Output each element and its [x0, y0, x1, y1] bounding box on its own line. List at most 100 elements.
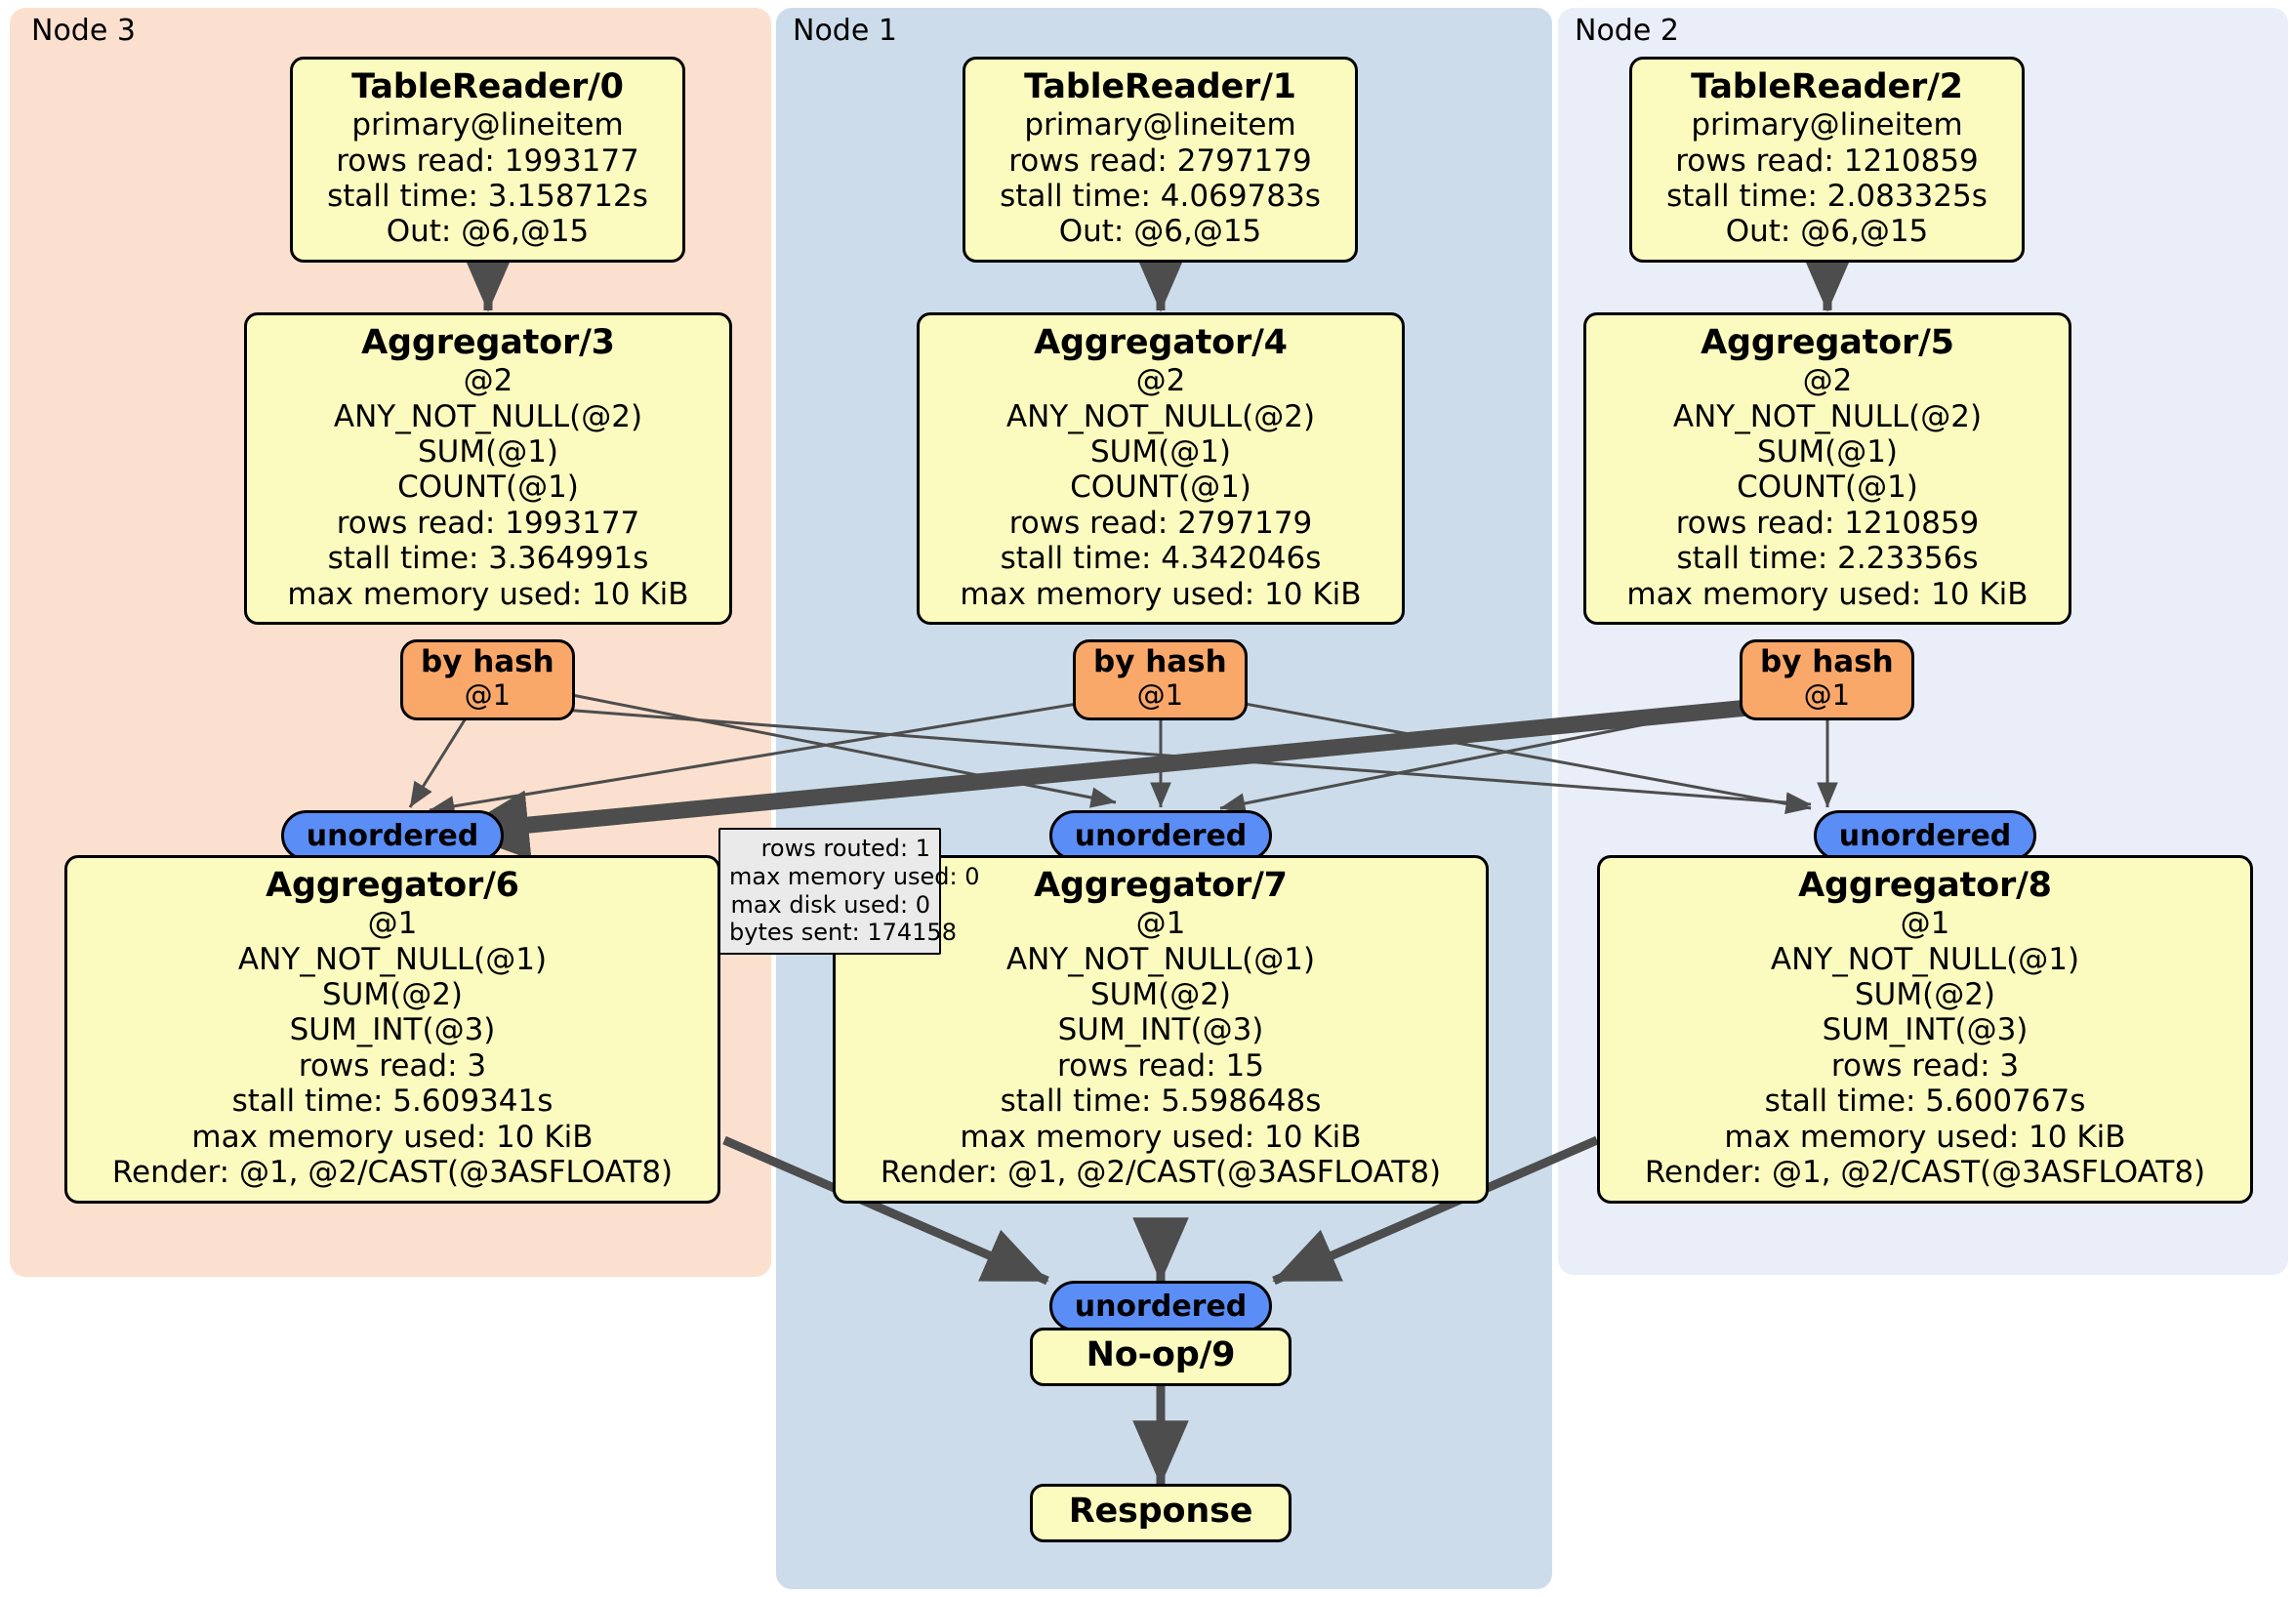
node-detail: stall time: 2.23356s — [1676, 541, 1979, 577]
router-detail: @1 — [1803, 678, 1851, 713]
node-detail: @2 — [463, 363, 513, 399]
node-detail: Out: @6,@15 — [1725, 214, 1929, 250]
node-detail: SUM(@1) — [1756, 433, 1899, 470]
stats-line: bytes sent: 174158 — [729, 919, 957, 947]
router-by-hash-3[interactable]: by hash @1 — [400, 639, 575, 720]
node-title: TableReader/1 — [1024, 67, 1296, 106]
node-detail: stall time: 4.069783s — [1000, 178, 1321, 214]
node-title: Aggregator/3 — [361, 323, 615, 362]
synchronizer-unordered-7[interactable]: unordered — [1049, 810, 1272, 861]
node-title: Aggregator/6 — [266, 866, 519, 905]
node-title: Aggregator/5 — [1701, 323, 1954, 362]
node-tablereader-0[interactable]: TableReader/0 primary@lineitem rows read… — [290, 57, 685, 263]
node-detail: COUNT(@1) — [397, 470, 579, 506]
node-detail: rows read: 1210859 — [1675, 505, 1980, 541]
node-detail: stall time: 3.158712s — [327, 178, 648, 214]
node-title: No-op/9 — [1086, 1335, 1236, 1374]
node-detail: primary@lineitem — [351, 107, 624, 143]
node-detail: max memory used: 10 KiB — [960, 1119, 1362, 1155]
stream-stats-box: rows routed: 1 max memory used: 0 max di… — [718, 828, 980, 956]
node-tablereader-2[interactable]: TableReader/2 primary@lineitem rows read… — [1629, 57, 2025, 263]
router-detail: @1 — [1136, 678, 1184, 713]
node-detail: ANY_NOT_NULL(@1) — [237, 941, 548, 977]
node-detail: rows read: 1993177 — [336, 143, 639, 179]
node-detail: stall time: 2.083325s — [1666, 178, 1988, 214]
node-title: Aggregator/4 — [1034, 323, 1288, 362]
router-by-hash-4[interactable]: by hash @1 — [1073, 639, 1248, 720]
router-detail: @1 — [464, 678, 512, 713]
node-detail: @2 — [1135, 363, 1186, 399]
node-response[interactable]: Response — [1030, 1484, 1292, 1543]
node-aggregator-7[interactable]: Aggregator/7 @1 ANY_NOT_NULL(@1) SUM(@2)… — [833, 855, 1489, 1204]
node-title: TableReader/2 — [1691, 67, 1963, 106]
stats-line: max memory used: 0 — [729, 862, 980, 890]
node-detail: COUNT(@1) — [1737, 470, 1918, 506]
node-detail: ANY_NOT_NULL(@1) — [1770, 941, 2080, 977]
node-detail: Render: @1, @2/CAST(@3ASFLOAT8) — [111, 1155, 674, 1191]
node-detail: SUM(@2) — [321, 976, 464, 1012]
node-tablereader-1[interactable]: TableReader/1 primary@lineitem rows read… — [963, 57, 1358, 263]
node-detail: SUM_INT(@3) — [1822, 1012, 2029, 1048]
node-detail: ANY_NOT_NULL(@1) — [1005, 941, 1316, 977]
node-detail: ANY_NOT_NULL(@2) — [333, 398, 643, 434]
cluster-label-node-3: Node 3 — [31, 14, 136, 48]
node-detail: rows read: 3 — [298, 1047, 487, 1084]
node-detail: max memory used: 10 KiB — [1724, 1119, 2126, 1155]
node-title: TableReader/0 — [351, 67, 624, 106]
node-title: Response — [1068, 1492, 1253, 1531]
node-detail: SUM(@1) — [1089, 433, 1232, 470]
stats-line: max disk used: 0 — [730, 890, 930, 919]
node-detail: @1 — [1900, 906, 1950, 942]
node-detail: SUM_INT(@3) — [1057, 1012, 1264, 1048]
node-detail: ANY_NOT_NULL(@2) — [1672, 398, 1983, 434]
node-title: Aggregator/8 — [1798, 866, 2052, 905]
node-detail: rows read: 1993177 — [336, 505, 640, 541]
synchronizer-unordered-8[interactable]: unordered — [1814, 810, 2036, 861]
node-aggregator-5[interactable]: Aggregator/5 @2 ANY_NOT_NULL(@2) SUM(@1)… — [1583, 312, 2071, 626]
router-by-hash-5[interactable]: by hash @1 — [1740, 639, 1914, 720]
node-detail: stall time: 5.598648s — [1000, 1084, 1322, 1120]
cluster-label-node-1: Node 1 — [793, 14, 897, 48]
router-title: by hash — [421, 644, 554, 679]
node-detail: Out: @6,@15 — [1058, 214, 1262, 250]
node-detail: rows read: 2797179 — [1008, 143, 1312, 179]
node-aggregator-6[interactable]: Aggregator/6 @1 ANY_NOT_NULL(@1) SUM(@2)… — [64, 855, 720, 1204]
node-detail: primary@lineitem — [1024, 107, 1296, 143]
node-detail: Render: @1, @2/CAST(@3ASFLOAT8) — [1644, 1155, 2206, 1191]
node-aggregator-4[interactable]: Aggregator/4 @2 ANY_NOT_NULL(@2) SUM(@1)… — [917, 312, 1405, 626]
node-detail: rows read: 3 — [1830, 1047, 2020, 1084]
router-title: by hash — [1760, 644, 1894, 679]
node-detail: SUM_INT(@3) — [289, 1012, 496, 1048]
node-detail: max memory used: 10 KiB — [1626, 576, 2029, 612]
node-detail: stall time: 4.342046s — [1000, 541, 1322, 577]
node-detail: rows read: 2797179 — [1008, 505, 1313, 541]
node-detail: Render: @1, @2/CAST(@3ASFLOAT8) — [880, 1155, 1442, 1191]
node-detail: stall time: 5.609341s — [231, 1084, 554, 1120]
node-detail: max memory used: 10 KiB — [287, 576, 689, 612]
node-title: Aggregator/7 — [1034, 866, 1288, 905]
node-aggregator-8[interactable]: Aggregator/8 @1 ANY_NOT_NULL(@1) SUM(@2)… — [1597, 855, 2253, 1204]
node-detail: stall time: 5.600767s — [1764, 1084, 2086, 1120]
node-detail: SUM(@2) — [1089, 976, 1232, 1012]
node-detail: max memory used: 10 KiB — [960, 576, 1362, 612]
node-detail: Out: @6,@15 — [386, 214, 590, 250]
node-detail: ANY_NOT_NULL(@2) — [1005, 398, 1316, 434]
node-detail: @2 — [1802, 363, 1853, 399]
stats-line: rows routed: 1 — [760, 835, 930, 862]
node-detail: @1 — [1135, 906, 1186, 942]
node-detail: max memory used: 10 KiB — [191, 1119, 594, 1155]
synchronizer-unordered-9[interactable]: unordered — [1049, 1281, 1272, 1331]
node-noop-9[interactable]: No-op/9 — [1030, 1328, 1292, 1387]
node-detail: SUM(@1) — [417, 433, 559, 470]
cluster-label-node-2: Node 2 — [1575, 14, 1679, 48]
node-detail: SUM(@2) — [1854, 976, 1996, 1012]
node-detail: rows read: 1210859 — [1675, 143, 1979, 179]
node-detail: stall time: 3.364991s — [327, 541, 649, 577]
router-title: by hash — [1093, 644, 1227, 679]
node-detail: COUNT(@1) — [1070, 470, 1251, 506]
node-aggregator-3[interactable]: Aggregator/3 @2 ANY_NOT_NULL(@2) SUM(@1)… — [244, 312, 732, 626]
synchronizer-unordered-6[interactable]: unordered — [281, 810, 504, 861]
node-detail: primary@lineitem — [1691, 107, 1963, 143]
node-detail: rows read: 15 — [1057, 1047, 1264, 1084]
